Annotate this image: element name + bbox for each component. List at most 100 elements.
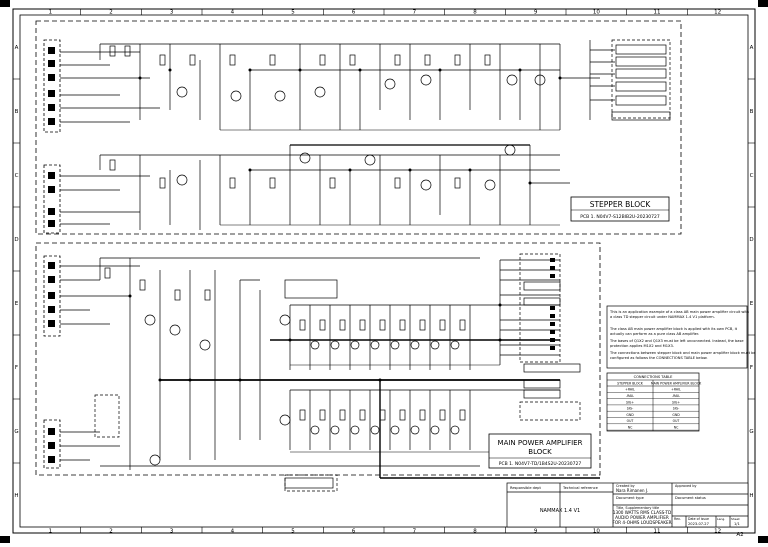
created-by-label: Created by xyxy=(616,484,635,488)
document-type-label: Document type xyxy=(616,496,645,500)
main-block-pcb: PCB 1. N04V7-TD/1B4S2U-20230727 xyxy=(499,461,582,467)
column-label: 4 xyxy=(231,10,235,16)
row-label: D xyxy=(14,237,18,243)
rev-label: Rev. xyxy=(674,517,681,521)
connector-pins xyxy=(48,47,55,125)
main-junction-dots xyxy=(128,294,502,382)
connections-table-cell: +RAIL xyxy=(671,388,681,392)
column-label: 2 xyxy=(109,529,113,535)
main-block-border xyxy=(35,242,601,476)
row-label: E xyxy=(750,301,754,307)
connections-table-header: MAIN POWER AMPLIFIER BLOCK xyxy=(651,382,702,386)
title-line-1: 1300 WATTS RMS CLASS-TD xyxy=(613,510,671,515)
main-supply-connector xyxy=(43,419,61,469)
connections-table-title: CONNECTIONS TABLE xyxy=(634,375,674,379)
connections-table-cell: OUT xyxy=(673,419,680,423)
connector-pins xyxy=(48,262,55,327)
column-label: 5 xyxy=(291,10,295,16)
column-label: 12 xyxy=(714,10,721,16)
stepper-output-group xyxy=(611,39,671,119)
row-label: A xyxy=(750,45,754,51)
row-label: G xyxy=(14,429,18,435)
main-label-boxes xyxy=(284,279,338,492)
stepper-block-border xyxy=(35,20,682,235)
title-line-2: AUDIO POWER AMPLIFIER xyxy=(615,515,669,520)
column-label: 3 xyxy=(170,10,174,16)
column-label: 3 xyxy=(170,529,174,535)
title-block-text: Responsible dept Technical reference NAM… xyxy=(510,484,744,538)
connector-pins xyxy=(48,428,55,463)
note-1: This is an application example of a clas… xyxy=(609,310,749,319)
column-label: 8 xyxy=(473,10,477,16)
connections-table-cell: GND xyxy=(672,413,680,417)
stepper-wiring xyxy=(60,40,615,230)
row-label: B xyxy=(750,109,754,115)
connector-pins xyxy=(48,172,55,227)
corner-mark xyxy=(758,536,768,543)
stepper-block-pcb: PCB 1. N04V7-S12BIB2U-20230727 xyxy=(580,214,660,220)
column-label: 10 xyxy=(593,10,600,16)
column-label: 12 xyxy=(714,529,721,535)
column-label: 1 xyxy=(49,529,53,535)
connections-table-cell: NC xyxy=(674,426,679,430)
column-label: 4 xyxy=(231,529,235,535)
connections-table-cell: SIG- xyxy=(627,407,634,411)
connections-table-cell: SIG- xyxy=(673,407,680,411)
connections-table-cell: +RAIL xyxy=(625,388,635,392)
stepper-supply-connector xyxy=(43,164,61,234)
row-label: G xyxy=(749,429,753,435)
sheet-size: A2 xyxy=(736,532,743,538)
row-label: E xyxy=(15,301,19,307)
sheet-value: 1/1 xyxy=(734,522,740,526)
row-label: F xyxy=(15,365,18,371)
connections-table-cell: GND xyxy=(626,413,634,417)
row-label: H xyxy=(749,493,753,499)
sheet-label: Sheet xyxy=(731,517,740,521)
main-components xyxy=(104,267,466,466)
stepper-block-title: STEPPER BLOCK xyxy=(590,200,652,209)
title-label: Title, Supplementary title xyxy=(615,506,659,510)
lang-label: Lang. xyxy=(717,517,725,521)
note-3: The bases of Q1X2 and Q1X3 must be left … xyxy=(609,339,744,348)
column-label: 1 xyxy=(49,10,53,16)
column-label: 11 xyxy=(654,529,661,535)
row-label: B xyxy=(15,109,19,115)
stepper-components xyxy=(109,45,546,191)
main-output-connector xyxy=(519,253,561,363)
nammax-label: NAMMAX 1.4 V1 xyxy=(540,508,580,514)
protection-box xyxy=(94,394,120,438)
column-label: 8 xyxy=(473,529,477,535)
main-block-title-line2: BLOCK xyxy=(528,448,552,456)
column-label: 9 xyxy=(534,10,538,16)
main-output-labels xyxy=(519,281,581,421)
notes-box: This is an application example of a clas… xyxy=(606,305,756,369)
main-block-title-line1: MAIN POWER AMPLIFIER xyxy=(498,439,583,447)
technical-reference-label: Technical reference xyxy=(562,486,599,490)
stepper-output-labels xyxy=(615,44,667,106)
column-label: 7 xyxy=(413,529,417,535)
column-label: 6 xyxy=(352,529,356,535)
connections-table-cell: SIG+ xyxy=(626,400,634,404)
column-label: 10 xyxy=(593,529,600,535)
note-2: The class AB main power amplifier block … xyxy=(609,327,738,336)
date-value: 2023-07-27 xyxy=(688,522,709,526)
column-label: 7 xyxy=(413,10,417,16)
connections-table-cell: NC xyxy=(628,426,633,430)
stepper-input-connector xyxy=(43,39,61,133)
responsible-dept-label: Responsible dept xyxy=(510,486,541,490)
corner-mark xyxy=(758,0,768,7)
connections-table-cell: OUT xyxy=(627,419,634,423)
approved-by-label: Approved by xyxy=(675,484,697,488)
main-output-pins xyxy=(550,258,555,350)
created-by-value: Nara Rimanen J. xyxy=(616,488,648,493)
date-label: Date of issue xyxy=(688,517,709,521)
note-4: The connections between stepper block an… xyxy=(609,351,756,360)
main-amplifier-block: MAIN POWER AMPLIFIER BLOCK PCB 1. N04V7-… xyxy=(35,242,601,492)
column-label: 6 xyxy=(352,10,356,16)
connections-table-cell: -RAIL xyxy=(626,394,634,398)
